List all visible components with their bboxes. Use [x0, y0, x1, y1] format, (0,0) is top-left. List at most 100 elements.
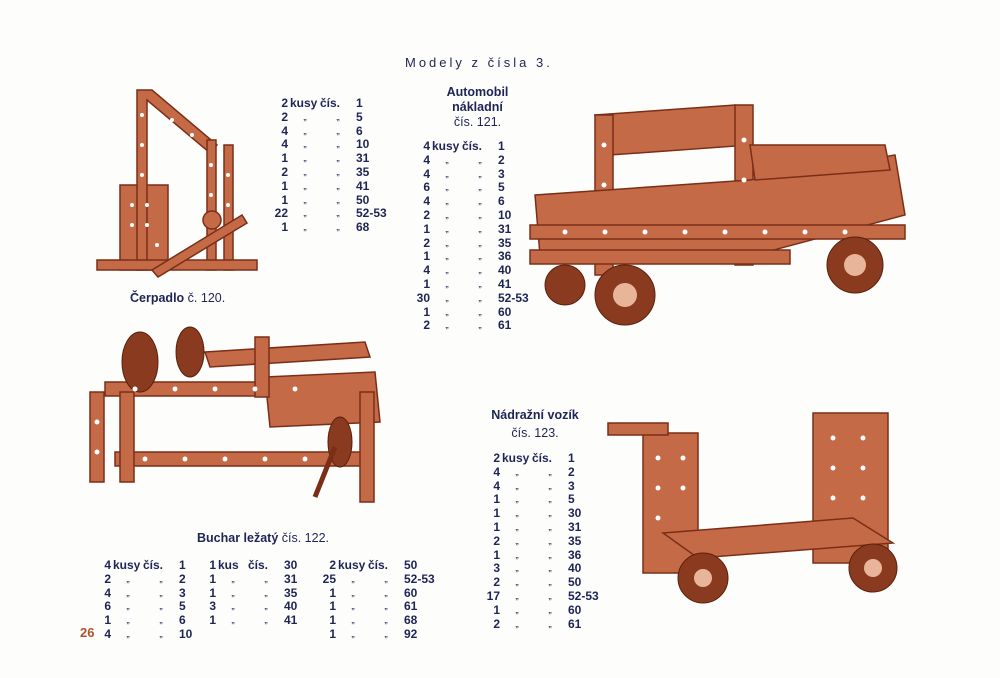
part-number: 35 [356, 164, 370, 179]
part-quantity: 2 [423, 235, 430, 250]
part-quantity: 4 [423, 139, 430, 153]
parts-row: 2„„35 [272, 164, 396, 180]
part-quantity: 4 [423, 263, 430, 278]
part-number: 35 [284, 585, 298, 600]
part-number-label: „ [478, 251, 482, 263]
part-number: 50 [568, 575, 582, 590]
part-number-label: čís. [248, 558, 269, 572]
part-quantity: 2 [423, 207, 430, 222]
part-unit: „ [303, 153, 307, 165]
part-quantity: 4 [104, 558, 111, 572]
part-number-label: „ [478, 168, 482, 180]
part-quantity: 2 [493, 533, 500, 548]
part-quantity: 1 [493, 506, 500, 521]
part-number-label: „ [159, 628, 163, 640]
part-number-label: „ [548, 563, 552, 575]
parts-row: 2„„35 [484, 533, 608, 549]
part-number-label: „ [548, 577, 552, 589]
part-unit: „ [515, 577, 519, 589]
part-quantity: 1 [209, 585, 216, 600]
parts-row: 17„„52-53 [484, 589, 608, 604]
part-unit: „ [126, 587, 130, 599]
part-number-label: „ [548, 466, 552, 478]
parts-row: 1„„36 [414, 250, 538, 264]
part-number: 40 [284, 599, 298, 614]
parts-row: 1„„68 [320, 613, 444, 628]
part-quantity: 1 [493, 492, 500, 507]
parts-row: 2„„10 [414, 207, 538, 223]
part-quantity: 1 [423, 249, 430, 264]
part-quantity: 4 [423, 166, 430, 181]
part-number-label: „ [548, 604, 552, 616]
parts-row: 30„„52-53 [414, 291, 538, 306]
part-quantity: 1 [104, 613, 111, 628]
part-unit: „ [126, 573, 130, 585]
truck-name-line2: nákladní [452, 100, 503, 114]
parts-row: 4„„10 [272, 138, 396, 152]
part-number-label: „ [336, 194, 340, 206]
part-quantity: 3 [209, 599, 216, 614]
part-unit: „ [445, 278, 449, 290]
part-number: 40 [498, 263, 512, 278]
parts-row: 2„„5 [272, 110, 396, 125]
part-number: 10 [179, 626, 193, 641]
part-number-label: „ [548, 521, 552, 533]
part-unit: „ [126, 615, 130, 627]
parts-row: 2„„35 [414, 235, 538, 251]
parts-row: 4„„3 [414, 166, 538, 182]
part-number: 3 [498, 166, 505, 181]
part-quantity: 2 [281, 164, 288, 179]
part-number: 30 [568, 506, 582, 521]
hammer-number: čís. 122. [281, 531, 330, 545]
part-unit: „ [351, 587, 355, 599]
part-unit: „ [515, 604, 519, 616]
part-number-label: „ [336, 180, 340, 192]
part-unit: „ [515, 549, 519, 561]
part-unit: „ [445, 182, 449, 194]
part-number-label: „ [336, 208, 340, 220]
parts-row: 4„„3 [484, 478, 608, 494]
parts-row: 1„„31 [414, 221, 538, 237]
parts-row: 4„„2 [414, 152, 538, 168]
part-number-label: „ [548, 535, 552, 547]
part-number: 3 [568, 478, 575, 493]
part-number-label: „ [336, 111, 340, 123]
parts-row: 1„„60 [320, 585, 444, 601]
parts-row: 4„„6 [414, 194, 538, 209]
part-number-label: „ [384, 615, 388, 627]
part-number: 2 [568, 464, 575, 479]
parts-row: 1„„68 [272, 220, 396, 235]
part-quantity: 4 [104, 626, 111, 641]
parts-row: 2„„2 [95, 572, 219, 587]
parts-row: 1„„60 [484, 602, 608, 618]
part-number: 30 [284, 558, 298, 572]
parts-row: 6„„5 [95, 600, 219, 614]
pump-number: č. 120. [187, 291, 226, 305]
part-quantity: 3 [493, 561, 500, 576]
part-number-label: „ [384, 628, 388, 640]
parts-row: 1„„41 [272, 179, 396, 194]
part-number: 68 [404, 613, 418, 628]
part-unit: „ [445, 223, 449, 235]
parts-row: 1„„6 [95, 613, 219, 628]
parts-row: 2„„50 [484, 575, 608, 590]
part-number: 41 [284, 613, 298, 628]
parts-row: 1„„31 [200, 572, 324, 587]
part-number: 60 [404, 585, 418, 600]
part-quantity: 4 [104, 585, 111, 600]
part-number: 31 [498, 221, 512, 236]
part-number-label: „ [336, 125, 340, 137]
part-number: 6 [179, 613, 186, 628]
part-quantity: 1 [329, 626, 336, 641]
part-number: 2 [498, 152, 505, 167]
part-number: 10 [356, 137, 370, 152]
part-unit: „ [445, 154, 449, 166]
part-number: 60 [568, 602, 582, 617]
part-number: 31 [356, 151, 370, 166]
parts-row: 1„„30 [484, 506, 608, 521]
